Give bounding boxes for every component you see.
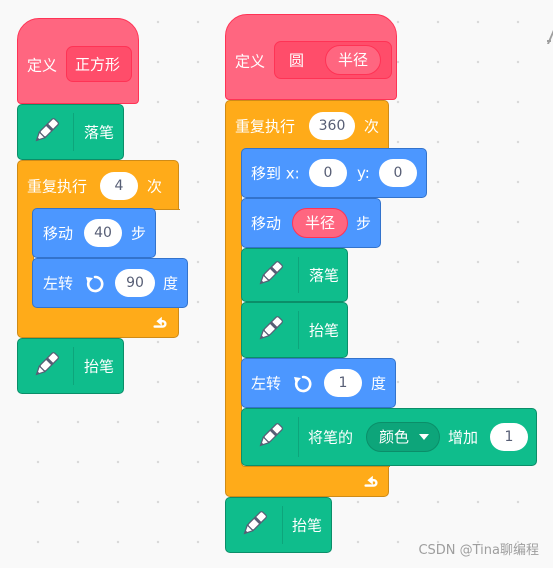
pen-property-value: 颜色 [379, 428, 410, 446]
pen-icon [252, 420, 286, 454]
chevron-down-icon [419, 434, 429, 440]
y-label: y: [357, 164, 370, 182]
move-steps-block[interactable]: 移动 半径 步 [241, 198, 381, 248]
move-suffix: 步 [131, 224, 147, 243]
pen-icon [252, 258, 286, 292]
pen-down-label: 落笔 [309, 266, 340, 285]
pen-icon [28, 349, 62, 383]
repeat-count-input[interactable]: 360 [309, 112, 355, 140]
separator [73, 113, 74, 151]
separator [298, 417, 299, 457]
parameter-reporter[interactable]: 半径 [325, 45, 381, 75]
loop-arrow-icon [362, 473, 380, 491]
separator [282, 506, 283, 544]
turn-suffix: 度 [163, 274, 179, 293]
custom-block-name: 正方形 [75, 55, 121, 74]
pen-up-block[interactable]: 抬笔 [241, 302, 348, 358]
radius-reporter[interactable]: 半径 [292, 208, 348, 238]
turn-degrees-input[interactable]: 1 [324, 369, 362, 397]
repeat-suffix: 次 [147, 177, 163, 196]
change-op-label: 增加 [448, 428, 479, 447]
define-label: 定义 [27, 56, 58, 75]
pen-up-label: 抬笔 [292, 516, 323, 535]
turn-label: 左转 [251, 374, 282, 393]
turn-suffix: 度 [371, 374, 387, 393]
move-steps-block[interactable]: 移动 40 步 [32, 208, 156, 258]
separator [73, 347, 74, 385]
pen-down-block[interactable]: 落笔 [17, 104, 124, 160]
pen-property-dropdown[interactable]: 颜色 [366, 422, 440, 452]
pen-icon [28, 115, 62, 149]
custom-block-prototype[interactable]: 正方形 [66, 46, 132, 82]
move-steps-input[interactable]: 40 [84, 219, 122, 247]
rotate-left-icon [85, 274, 105, 294]
custom-block-prototype[interactable]: 圆 半径 [274, 41, 392, 79]
turn-label: 左转 [43, 274, 74, 293]
separator [298, 257, 299, 293]
loop-arrow-icon [151, 314, 169, 332]
separator [298, 311, 299, 349]
repeat-label: 重复执行 [235, 117, 296, 136]
partial-edge-icon [547, 30, 553, 44]
repeat-count-input[interactable]: 4 [100, 172, 138, 200]
go-to-xy-block[interactable]: 移到 x: 0 y: 0 [241, 148, 427, 198]
watermark: CSDN @Tina聊编程 [418, 543, 539, 558]
turn-left-block[interactable]: 左转 1 度 [241, 358, 396, 408]
pen-up-block[interactable]: 抬笔 [17, 338, 124, 394]
repeat-suffix: 次 [364, 117, 380, 136]
x-input[interactable]: 0 [309, 159, 347, 187]
define-hat-block[interactable]: 定义 圆 半径 [225, 14, 397, 100]
pen-up-block[interactable]: 抬笔 [225, 497, 332, 553]
define-hat-block[interactable]: 定义 正方形 [17, 18, 139, 104]
repeat-label: 重复执行 [27, 177, 88, 196]
pen-up-label: 抬笔 [84, 357, 115, 376]
turn-degrees-input[interactable]: 90 [115, 269, 155, 297]
change-pen-label: 将笔的 [308, 428, 354, 447]
pen-icon [252, 313, 286, 347]
pen-icon [236, 508, 270, 542]
pen-up-label: 抬笔 [309, 321, 340, 340]
pen-down-block[interactable]: 落笔 [241, 248, 348, 302]
turn-left-block[interactable]: 左转 90 度 [32, 258, 188, 308]
move-label: 移动 [43, 224, 74, 243]
rotate-left-icon [293, 374, 313, 394]
define-label: 定义 [235, 52, 266, 71]
y-input[interactable]: 0 [379, 159, 417, 187]
move-label: 移动 [251, 214, 282, 233]
go-to-x-label: 移到 x: [251, 164, 300, 183]
change-value-input[interactable]: 1 [490, 423, 528, 451]
custom-block-name: 圆 [289, 51, 305, 70]
move-suffix: 步 [356, 214, 372, 233]
change-pen-block[interactable]: 将笔的 颜色 增加 1 [241, 408, 537, 466]
pen-down-label: 落笔 [84, 123, 115, 142]
